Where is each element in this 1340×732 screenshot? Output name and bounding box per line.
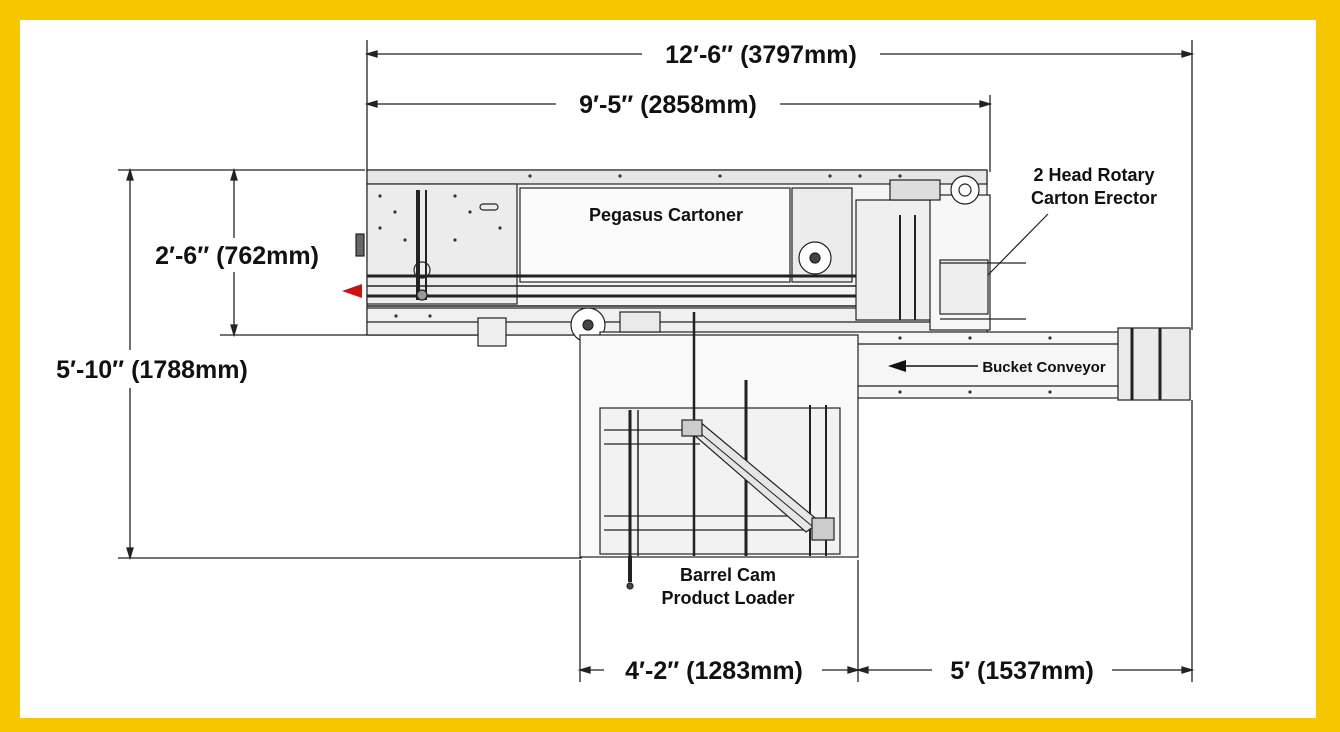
conveyor-direction-arrow-icon (888, 360, 978, 372)
dimension-cartoner-length (364, 95, 993, 172)
conveyor-label: Bucket Conveyor (982, 359, 1106, 376)
discharge-arrow-icon (342, 284, 362, 298)
dimension-overall-depth (118, 167, 582, 561)
dimension-overall-length (364, 40, 1195, 682)
dimension-bottom (577, 560, 1195, 682)
loader-width-label: 4′-2″ (1283mm) (625, 657, 803, 685)
erector-leader-line (987, 213, 1049, 276)
loader-label-line1: Barrel Cam (680, 565, 776, 585)
loader-label-line2: Product Loader (661, 588, 794, 608)
barrel-cam-product-loader (477, 311, 859, 590)
conveyor-extension-label: 5′ (1537mm) (950, 657, 1094, 685)
cartoner-machine (355, 169, 1026, 343)
cartoner-depth-label: 2′-6″ (762mm) (155, 242, 319, 270)
overall-length-label: 12′-6″ (3797mm) (665, 41, 857, 69)
cartoner-length-label: 9′-5″ (2858mm) (579, 91, 757, 119)
overall-depth-label: 5′-10″ (1788mm) (56, 356, 248, 384)
erector-label-line2: Carton Erector (1031, 188, 1157, 208)
erector-label-line1: 2 Head Rotary (1033, 165, 1154, 185)
cartoner-label: Pegasus Cartoner (589, 205, 743, 225)
